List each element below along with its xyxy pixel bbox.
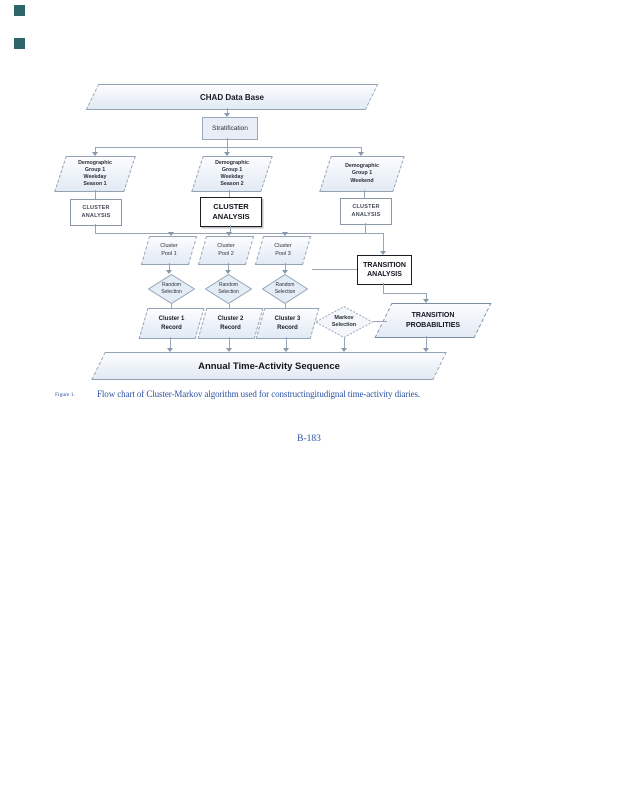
arrowhead (167, 348, 173, 352)
stratum-1-parallelogram: Demographic Group 1 Weekday Season 1 (54, 156, 136, 192)
connector (344, 338, 345, 349)
connector (95, 147, 362, 148)
cluster-2-record-parallelogram: Cluster 2 Record (197, 308, 264, 339)
cluster-3-record-label: Cluster 3 Record (274, 316, 301, 331)
connector (228, 263, 229, 271)
connector (285, 304, 286, 308)
connector (361, 147, 362, 153)
cluster-pool-2-parallelogram: Cluster Pool 2 (197, 236, 255, 265)
cluster-1-record-parallelogram: Cluster 1 Record (138, 308, 205, 339)
arrowhead (226, 348, 232, 352)
markov-selection-diamond: Markov Selection (315, 306, 373, 338)
cluster-pool-1-label: Cluster Pool 1 (160, 242, 178, 257)
arrowhead (283, 348, 289, 352)
cluster-analysis-right-label: CLUSTER ANALYSIS (351, 203, 381, 218)
connector (286, 337, 287, 349)
cluster-3-record-parallelogram: Cluster 3 Record (255, 308, 320, 339)
cluster-2-record-label: Cluster 2 Record (217, 316, 244, 331)
decorative-corner-mark (14, 5, 25, 16)
connector (426, 293, 427, 299)
cluster-pool-2-label: Cluster Pool 2 (217, 242, 235, 257)
stratum-3-parallelogram: Demographic Group 1 Weekend (319, 156, 405, 192)
connector (227, 147, 228, 153)
transition-analysis-box: TRANSITION ANALYSIS (357, 255, 412, 285)
cluster-1-record-label: Cluster 1 Record (158, 316, 185, 331)
diamond-shape-icon (262, 274, 308, 304)
arrowhead (358, 152, 364, 156)
cluster-analysis-left-box: CLUSTER ANALYSIS (70, 199, 122, 226)
connector (170, 337, 171, 349)
random-selection-1-diamond: Random Selection (148, 274, 195, 304)
connector (365, 223, 366, 233)
diamond-shape-icon (148, 274, 195, 304)
connector (426, 336, 427, 349)
transition-probabilities-parallelogram: TRANSITION PROBABILITIES (374, 303, 492, 338)
random-selection-2-diamond: Random Selection (205, 274, 252, 304)
annual-sequence-label: Annual Time-Activity Sequence (198, 360, 340, 372)
stratum-2-label: Demographic Group 1 Weekday Season 2 (215, 159, 249, 188)
connector (227, 138, 228, 147)
cluster-analysis-left-label: CLUSTER ANALYSIS (81, 204, 111, 219)
connector (227, 108, 228, 114)
connector (383, 233, 384, 251)
stratum-2-parallelogram: Demographic Group 1 Weekday Season 2 (191, 156, 273, 192)
random-selection-2-label: Random Selection (218, 282, 239, 295)
figure-label: Figure 1. (55, 392, 75, 398)
connector (95, 224, 96, 233)
connector (364, 190, 365, 198)
diamond-shape-icon (205, 274, 252, 304)
arrowhead (341, 348, 347, 352)
cluster-pool-3-label: Cluster Pool 3 (274, 242, 292, 257)
cluster-pool-1-parallelogram: Cluster Pool 1 (140, 236, 198, 265)
arrowhead (224, 113, 230, 117)
decorative-corner-mark (14, 38, 25, 49)
stratum-3-label: Demographic Group 1 Weekend (345, 163, 379, 184)
arrowhead (226, 232, 232, 236)
page-number: B-183 (297, 434, 321, 444)
random-selection-3-label: Random Selection (274, 282, 296, 295)
arrowhead (166, 270, 172, 274)
transition-probabilities-label: TRANSITION PROBABILITIES (405, 312, 461, 329)
arrowhead (380, 251, 386, 255)
chad-database-parallelogram: CHAD Data Base (85, 84, 379, 110)
cluster-analysis-main-label: CLUSTER ANALYSIS (212, 202, 250, 221)
chad-database-label: CHAD Data Base (199, 92, 265, 102)
connector (230, 225, 231, 234)
arrowhead (282, 270, 288, 274)
connector (95, 190, 96, 199)
cluster-analysis-main-box: CLUSTER ANALYSIS (200, 197, 262, 227)
arrowhead (282, 232, 288, 236)
arrowhead (168, 232, 174, 236)
stratification-box: Stratification (202, 117, 258, 140)
arrowhead (92, 152, 98, 156)
connector (383, 293, 426, 294)
connector (169, 263, 170, 271)
connector (229, 337, 230, 349)
arrowhead (225, 270, 231, 274)
figure-caption: Flow chart of Cluster-Markov algorithm u… (97, 389, 421, 399)
connector (171, 304, 172, 308)
annual-sequence-parallelogram: Annual Time-Activity Sequence (91, 352, 447, 380)
random-selection-1-label: Random Selection (161, 282, 182, 295)
stratum-1-label: Demographic Group 1 Weekday Season 1 (78, 159, 112, 188)
random-selection-3-diamond: Random Selection (262, 274, 308, 304)
stratification-label: Stratification (212, 125, 248, 132)
connector (95, 233, 383, 234)
connector (95, 147, 96, 153)
connector (229, 190, 230, 197)
cluster-analysis-right-box: CLUSTER ANALYSIS (340, 198, 392, 225)
arrowhead (224, 152, 230, 156)
markov-selection-label: Markov Selection (331, 314, 357, 328)
connector (373, 321, 387, 322)
diamond-shape-icon (315, 306, 373, 338)
arrowhead (423, 348, 429, 352)
connector (383, 283, 384, 293)
cluster-pool-3-parallelogram: Cluster Pool 3 (254, 236, 312, 265)
connector (229, 304, 230, 308)
arrowhead (423, 299, 429, 303)
transition-analysis-label: TRANSITION ANALYSIS (363, 261, 406, 278)
connector (312, 269, 357, 270)
connector (285, 263, 286, 271)
